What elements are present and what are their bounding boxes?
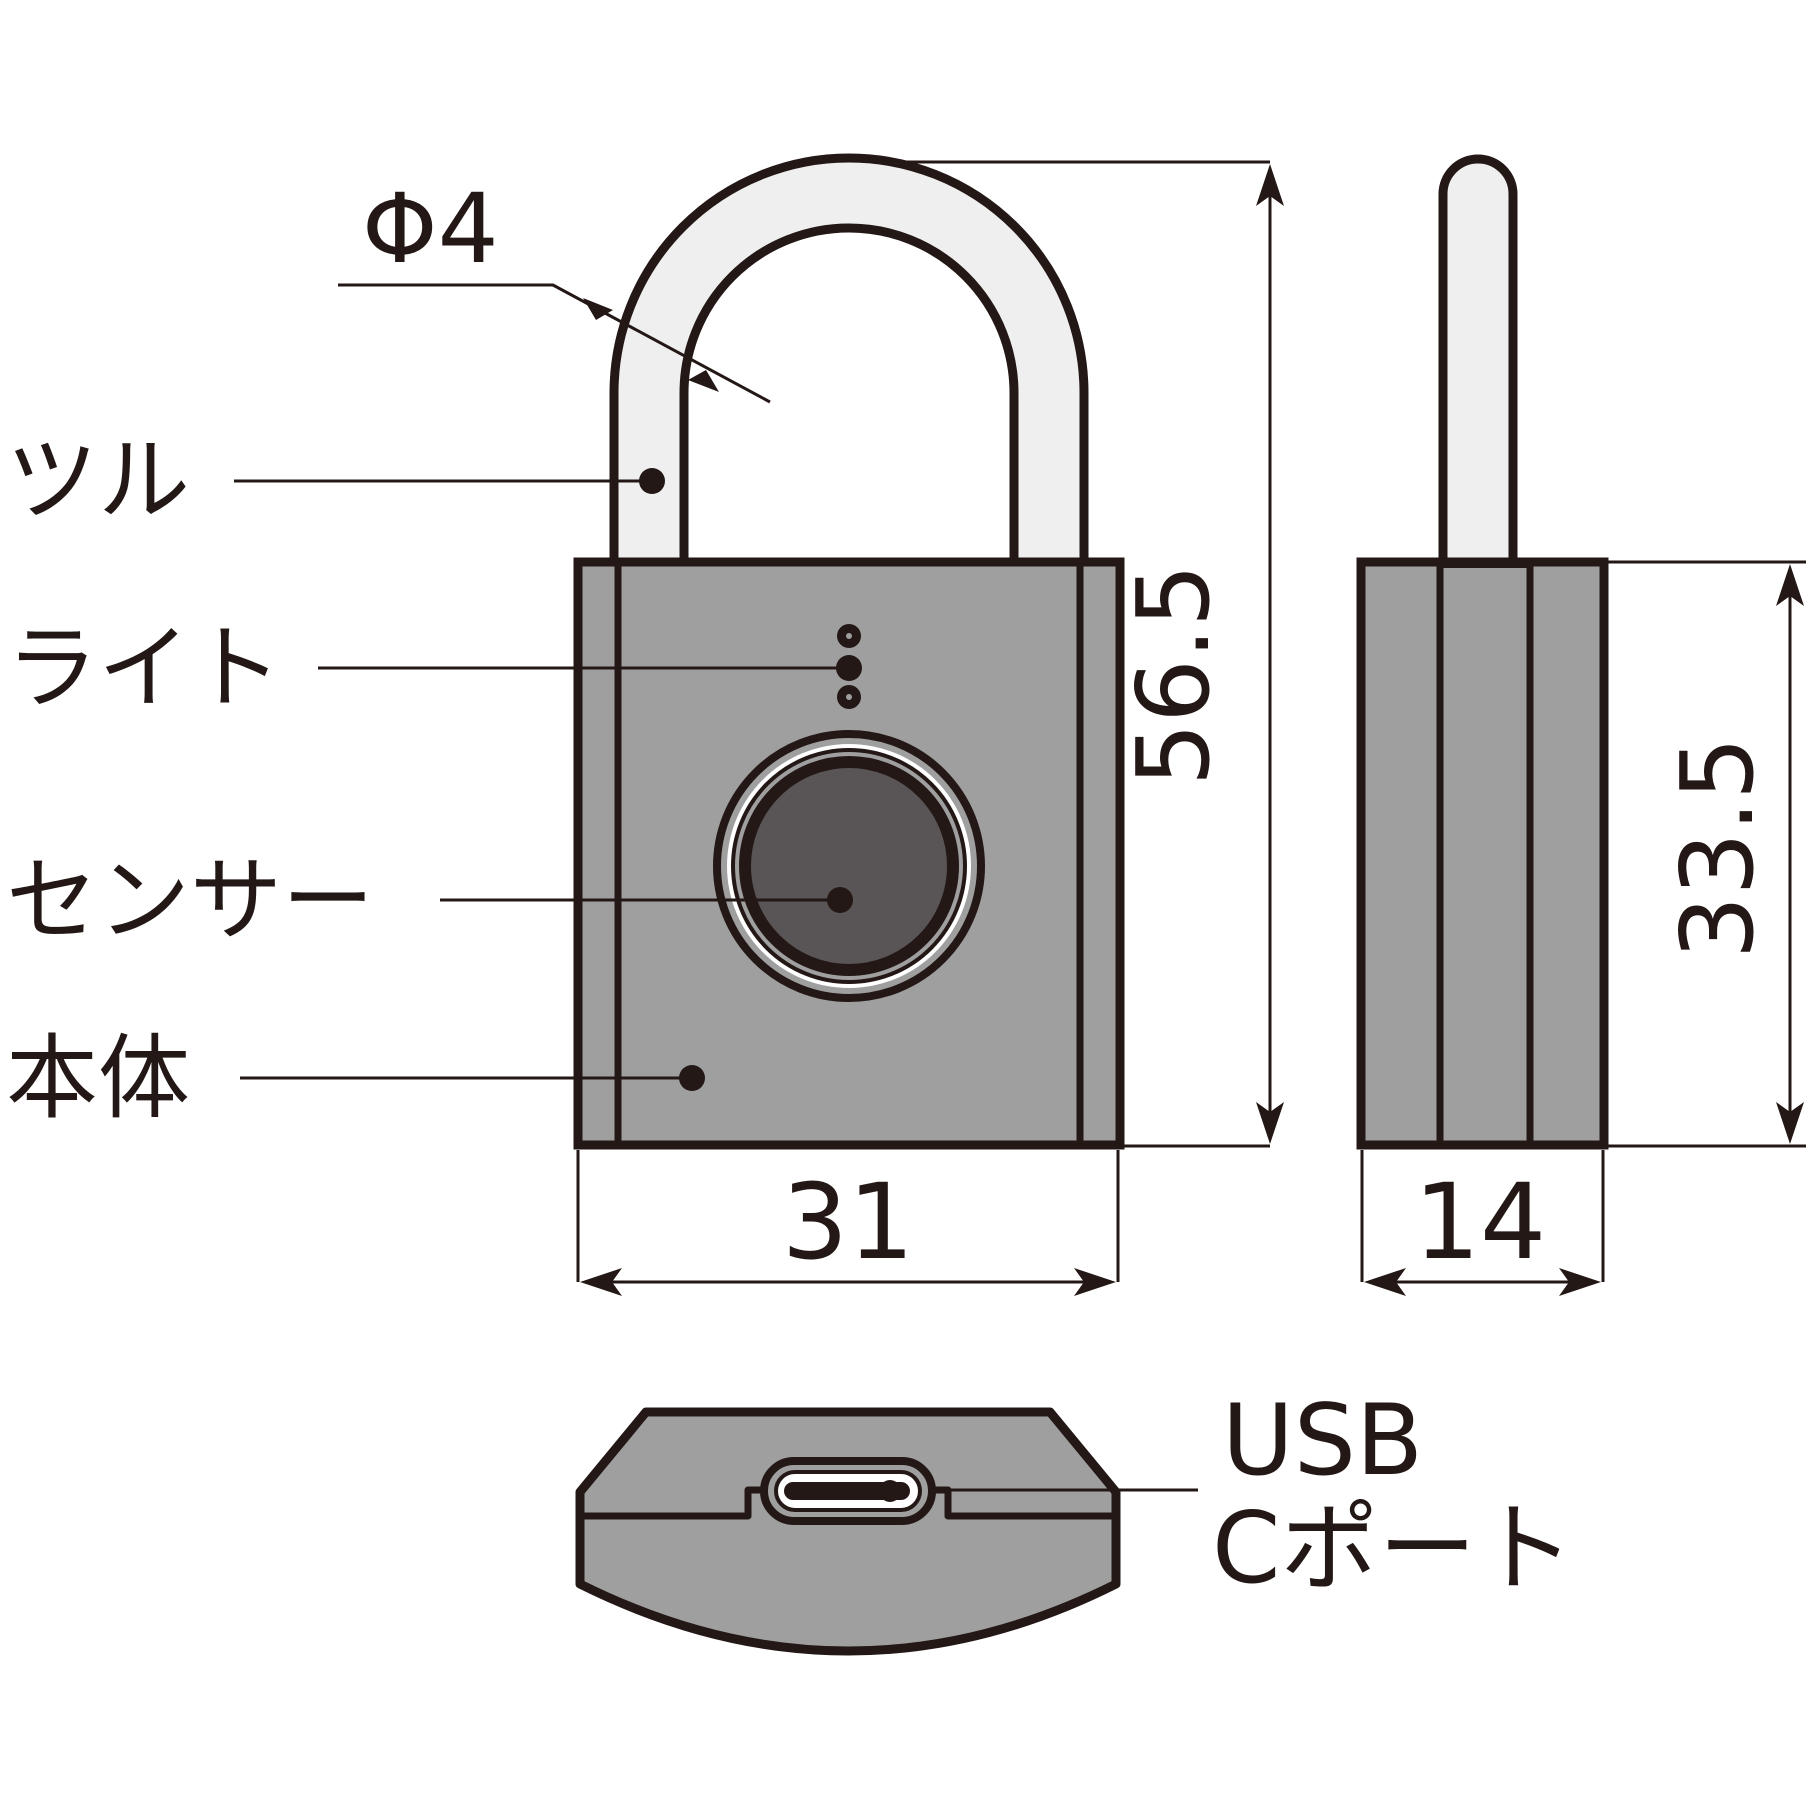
label-usb-line2: Cポート: [1212, 1492, 1574, 1606]
text-labels: ツル ライト センサー 本体 USB Cポート Φ4 56.5 33.5 31 …: [6, 173, 1776, 1606]
label-shackle: ツル: [6, 427, 190, 534]
fingerprint-sensor: [713, 730, 985, 1002]
dimension-lines: [576, 160, 1806, 1296]
side-shackle: [1438, 154, 1518, 573]
bottom-body: [575, 1407, 1121, 1656]
leader-lines: [234, 283, 1198, 1502]
front-view: [573, 153, 1125, 1150]
label-body: 本体: [6, 1025, 190, 1132]
dim-width: 31: [782, 1161, 914, 1283]
side-body: [1356, 557, 1609, 1150]
usb-c-port: [760, 1457, 936, 1525]
dim-shackle-diameter: Φ4: [362, 173, 499, 285]
side-view: [1356, 154, 1609, 1150]
label-sensor: センサー: [6, 847, 374, 954]
shackle: [609, 153, 1089, 573]
dim-depth: 14: [1414, 1161, 1546, 1283]
bottom-view: [575, 1407, 1121, 1656]
dim-total-height: 56.5: [1115, 564, 1232, 787]
label-light: ライト: [6, 615, 282, 722]
dim-body-height: 33.5: [1659, 737, 1776, 960]
label-usb-line1: USB: [1222, 1384, 1423, 1498]
